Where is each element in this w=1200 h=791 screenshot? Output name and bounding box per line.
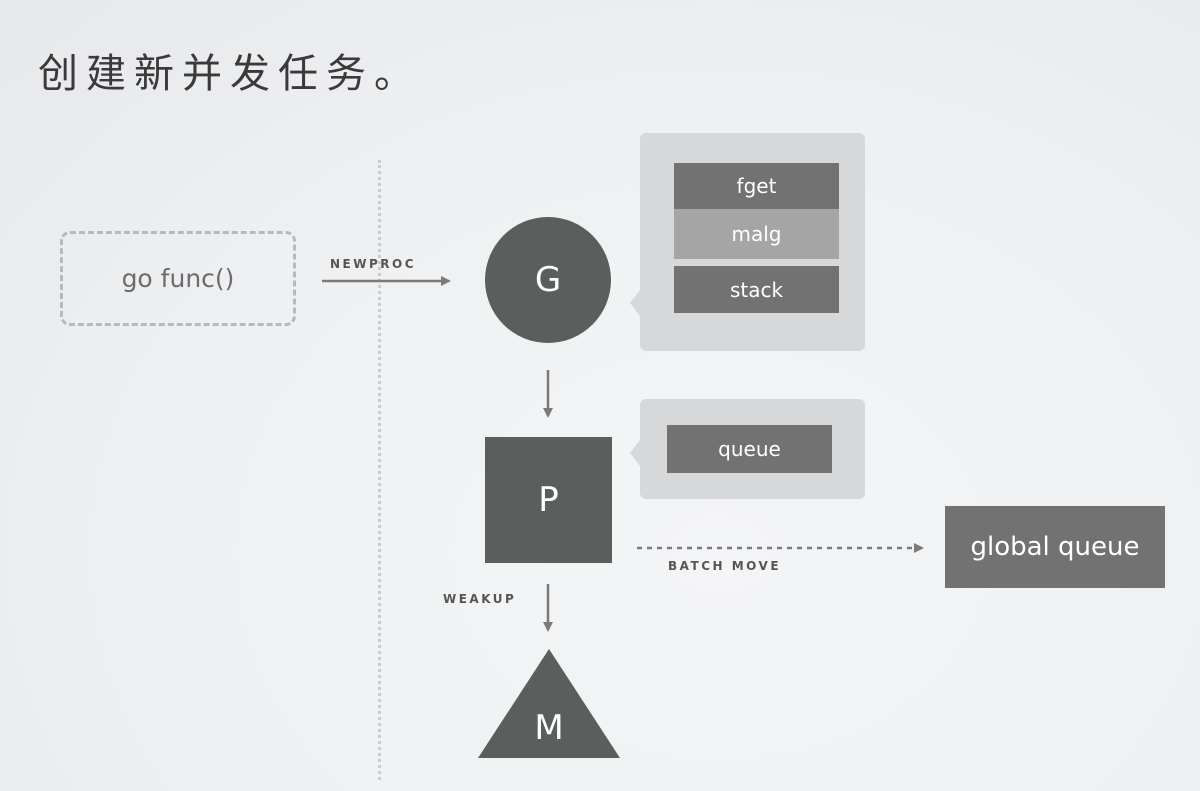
slide-title: 创建新并发任务。 (38, 51, 422, 97)
g-callout: fget malg stack (640, 133, 865, 351)
p-node: P (485, 437, 612, 563)
newproc-label: NEWPROC (330, 257, 417, 271)
malg-label: malg (731, 222, 782, 246)
fget-slot: fget (674, 163, 839, 209)
go-func-label: go func() (121, 264, 235, 293)
global-queue-node: global queue (945, 506, 1165, 588)
dotted-divider (378, 160, 381, 780)
g-node-label: G (534, 260, 562, 300)
p-node-label: P (538, 480, 559, 520)
stack-label: stack (729, 277, 784, 302)
m-node-label: M (534, 708, 564, 748)
global-queue-label: global queue (970, 532, 1140, 562)
batch-move-label: BATCH MOVE (668, 559, 782, 573)
m-triangle (478, 649, 620, 758)
stack-slot: stack (674, 266, 839, 313)
g-callout-pointer (630, 290, 640, 316)
fget-label: fget (736, 174, 777, 198)
malg-slot: malg (674, 209, 839, 259)
queue-slot: queue (667, 425, 832, 473)
p-callout-pointer (630, 440, 640, 466)
queue-label: queue (718, 437, 781, 461)
g-node: G (485, 217, 611, 343)
go-func-node: go func() (60, 231, 296, 326)
weakup-label: WEAKUP (443, 592, 517, 606)
p-callout: queue (640, 399, 865, 499)
